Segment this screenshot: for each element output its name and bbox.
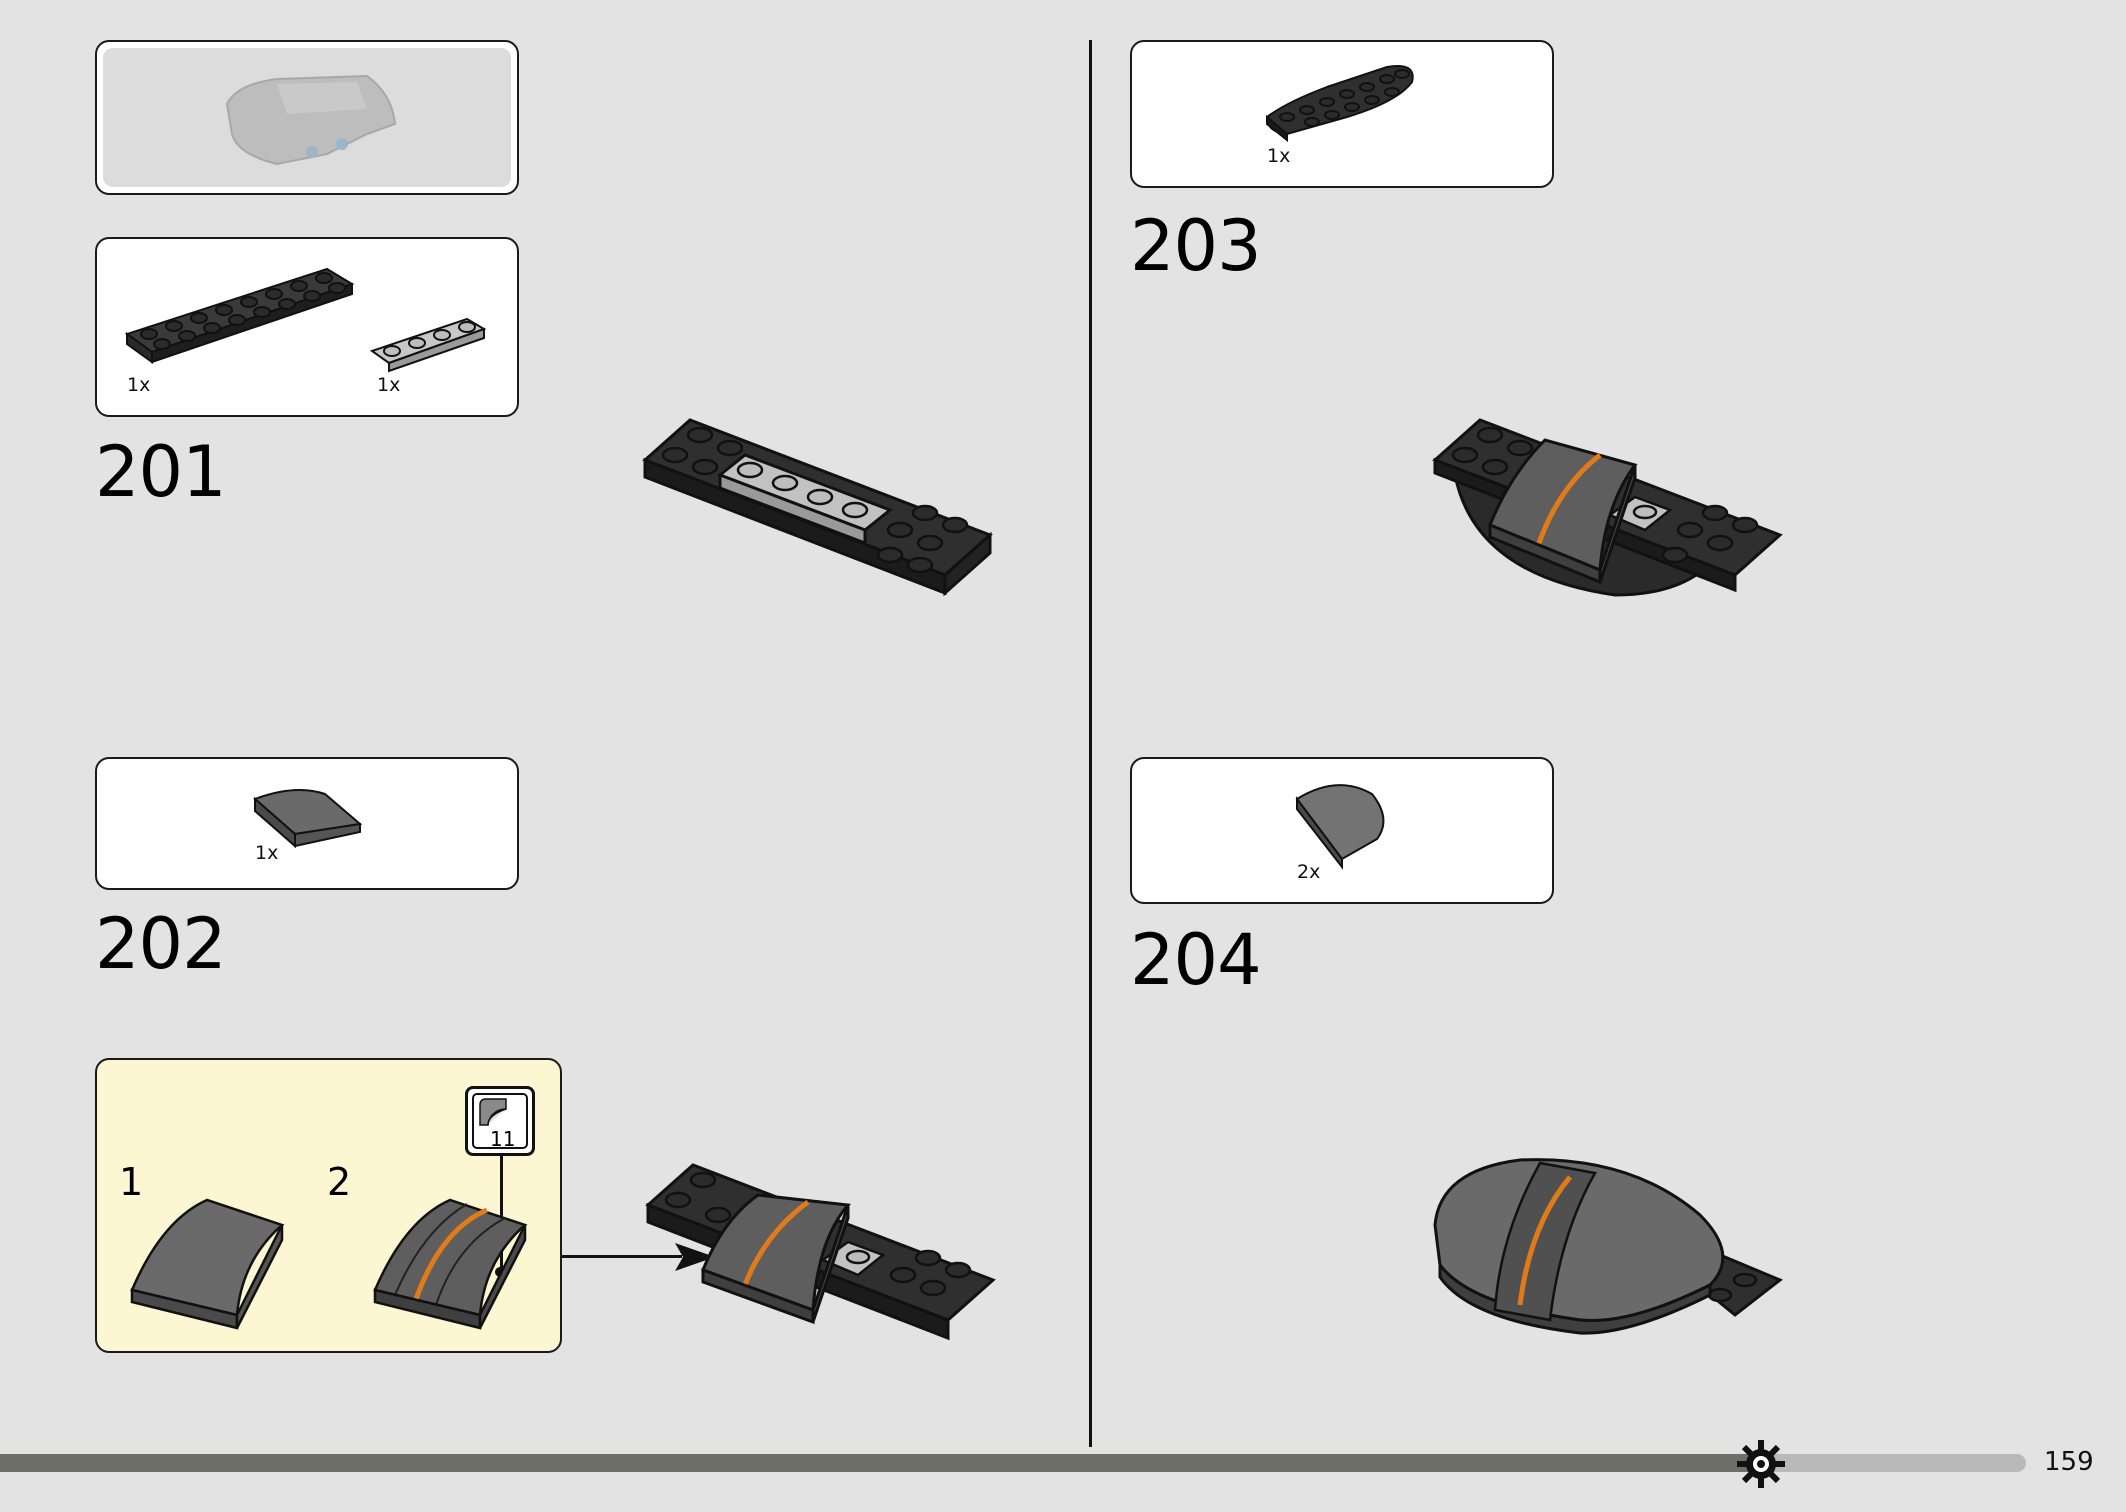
page-divider: [1089, 40, 1092, 1447]
step-201-parts-box: 1x 1x: [95, 237, 519, 417]
sticker-callout: 11: [465, 1086, 535, 1156]
part-quantity: 1x: [1267, 145, 1291, 167]
step-number: 202: [95, 903, 227, 985]
plate-1x4-light-grey-icon: [369, 317, 487, 373]
wedge-plate-black-icon: [1265, 65, 1414, 143]
curved-slope-dark-grey-icon: [253, 789, 363, 849]
curved-slope-substep-1-icon: [130, 1198, 285, 1330]
part-quantity: 1x: [127, 374, 151, 396]
sticker-pointer: [500, 1156, 503, 1271]
substep-number: 2: [327, 1160, 352, 1204]
faded-model-icon: [225, 74, 397, 166]
step-203-parts-box: 1x: [1130, 40, 1554, 188]
substep-number: 1: [119, 1160, 144, 1204]
page-number: 159: [2044, 1447, 2094, 1477]
arrow-head-icon: [675, 1243, 715, 1271]
step-202-parts-box: 1x: [95, 757, 519, 890]
gear-icon: [1737, 1440, 1785, 1488]
assembly-arrow-line: [562, 1255, 682, 1258]
sticker-number: 11: [490, 1127, 516, 1151]
previous-model-preview: [95, 40, 519, 195]
step-204-assembly: [1433, 1158, 1783, 1335]
sticker-icon: [479, 1098, 507, 1126]
step-number: 201: [95, 431, 227, 513]
progress-bar-fill: [0, 1454, 1750, 1472]
part-quantity: 1x: [255, 842, 279, 864]
step-204-parts-box: 2x: [1130, 757, 1554, 904]
step-203-assembly: [1432, 418, 1783, 597]
curved-slope-substep-2-icon: [373, 1198, 528, 1330]
step-number: 203: [1130, 205, 1262, 287]
part-quantity: 1x: [377, 374, 401, 396]
step-number: 204: [1130, 919, 1262, 1001]
step-202-subassembly-box: 1 2 11: [95, 1058, 562, 1353]
plate-2x8-black-icon: [124, 267, 355, 364]
curved-wing-slope-icon: [1295, 784, 1385, 870]
step-202-assembly: [645, 1163, 996, 1341]
step-201-assembly: [642, 418, 993, 597]
part-quantity: 2x: [1297, 861, 1321, 883]
